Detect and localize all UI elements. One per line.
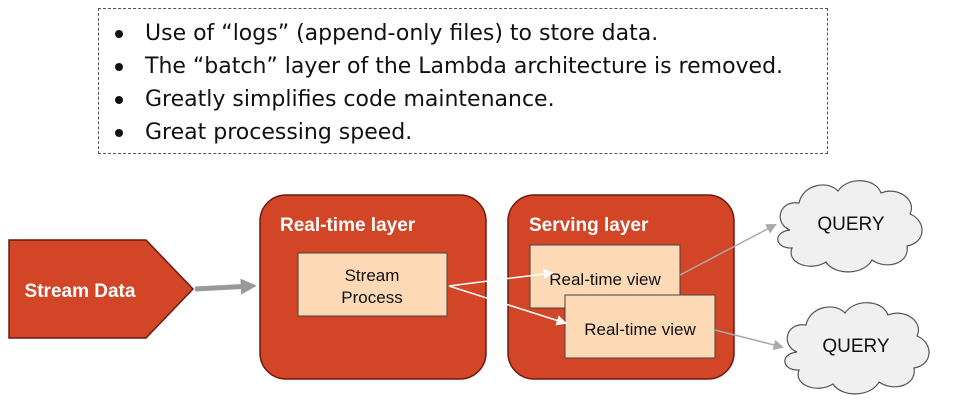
bullet-list: Use of “logs” (append-only files) to sto… — [113, 17, 783, 149]
stream-data-shape — [8, 239, 195, 339]
stream-process-box — [297, 252, 448, 317]
bullet-dot — [115, 30, 123, 38]
bullet-item: Greatly simplifies code maintenance. — [113, 83, 783, 116]
bullet-text: Great processing speed. — [145, 120, 413, 145]
stream-data-label: Stream Data — [25, 281, 136, 302]
bullet-text: Greatly simplifies code maintenance. — [145, 87, 555, 112]
realtime-layer-title: Real-time layer — [280, 215, 416, 236]
stream-process-label-line2: Process — [341, 288, 402, 307]
realtime-view-label-2: Real-time view — [584, 320, 696, 339]
bullet-text: Use of “logs” (append-only files) to sto… — [145, 21, 659, 46]
arrow-process-to-view1 — [448, 268, 555, 287]
bullet-box: Use of “logs” (append-only files) to sto… — [98, 8, 828, 154]
query-label-1: QUERY — [817, 214, 885, 235]
bullet-item: Great processing speed. — [113, 116, 783, 149]
arrow-process-to-view2 — [448, 285, 568, 326]
realtime-view-box-2 — [564, 294, 716, 359]
bullet-dot — [115, 129, 123, 137]
serving-layer-title: Serving layer — [529, 215, 649, 236]
stream-process-label-line1: Stream — [345, 266, 400, 285]
bullet-item: The “batch” layer of the Lambda architec… — [113, 50, 783, 83]
query-cloud-1 — [777, 180, 923, 273]
bullet-text: The “batch” layer of the Lambda architec… — [145, 54, 784, 79]
bullet-dot — [115, 96, 123, 104]
bullet-item: Use of “logs” (append-only files) to sto… — [113, 17, 783, 50]
query-label-2: QUERY — [822, 336, 890, 357]
realtime-view-label-1: Real-time view — [549, 270, 661, 289]
arrow-view2-to-query2 — [714, 329, 785, 351]
bullet-dot — [115, 63, 123, 71]
arrow-view1-to-query1 — [679, 224, 777, 276]
query-cloud-2 — [784, 302, 930, 395]
arrow-stream-to-realtime — [194, 278, 257, 295]
